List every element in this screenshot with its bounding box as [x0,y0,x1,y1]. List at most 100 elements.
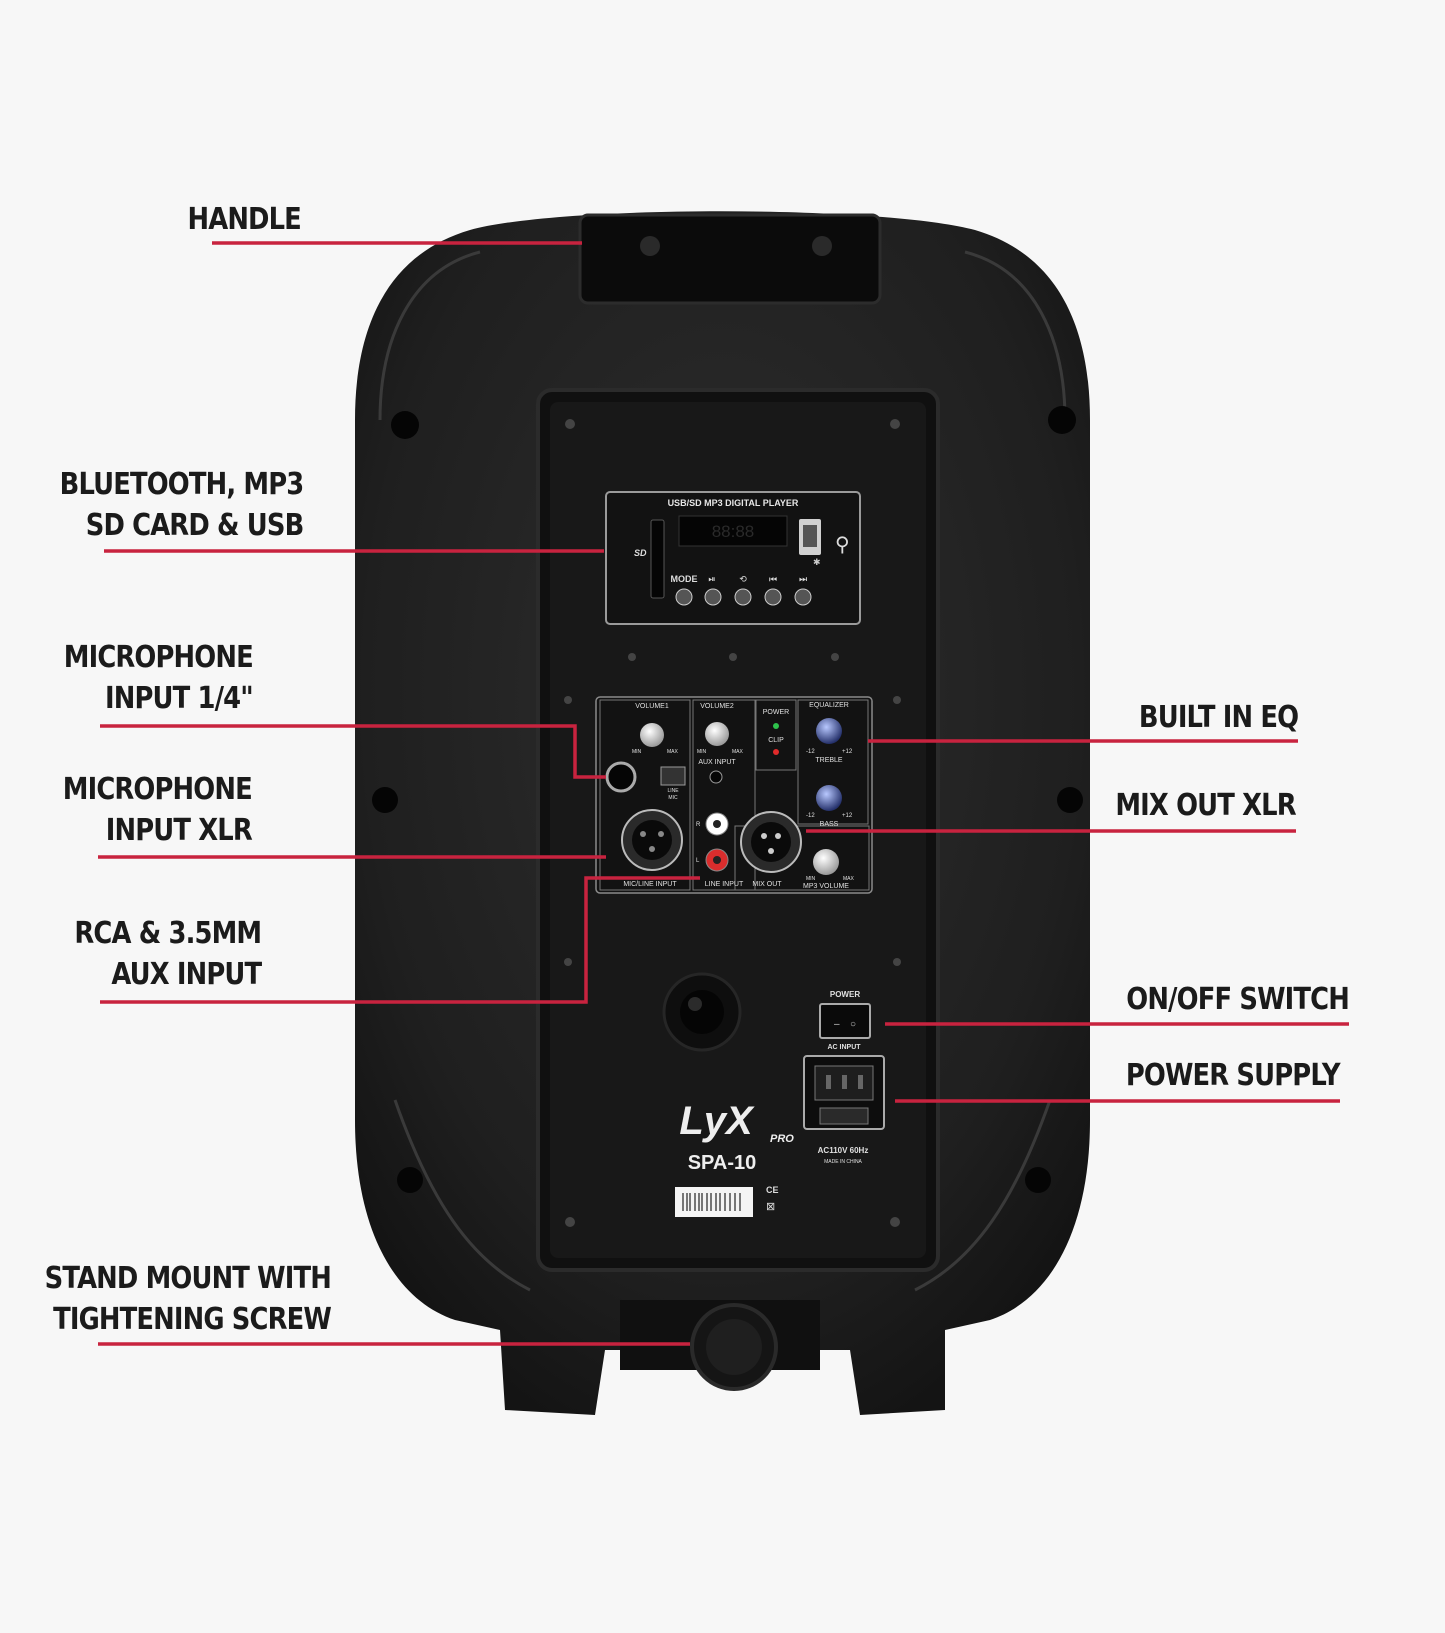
mp3-player-module: USB/SD MP3 DIGITAL PLAYER 88:88 SD ⚲ ✱ M… [605,491,861,625]
sd-card-slot[interactable] [650,519,665,599]
volume2-min: MIN [697,749,707,755]
treble-min: -12 [806,749,815,755]
callout-mix-out: MIX OUT XLR [1115,785,1297,826]
clip-led-label: CLIP [768,737,784,744]
volume2-knob[interactable] [705,722,729,746]
model-name: SPA-10 [688,1152,757,1174]
volume2-label: VOLUME2 [700,703,734,710]
power-switch[interactable] [819,1003,871,1039]
callout-bluetooth-line1: BLUETOOTH, MP3 [59,467,304,502]
repeat-button[interactable] [734,588,752,606]
display-digits: 88:88 [712,522,755,541]
sd-logo: SD [634,548,647,558]
callout-mic-quarter-line1: MICROPHONE [63,640,254,675]
callout-mic-quarter-line2: INPUT 1/4" [105,681,254,716]
callout-mic-xlr-line2: INPUT XLR [105,813,253,848]
leader-lines [98,241,1349,1346]
ce-mark: CE [766,1185,779,1195]
bluetooth-icon: ✱ [813,557,821,567]
callout-on-off-line1: ON/OFF SWITCH [1126,982,1350,1017]
treble-knob[interactable] [816,718,842,744]
power-led [773,723,779,729]
usb-icon: ⚲ [835,534,850,556]
callout-stand-mount-line2: TIGHTENING SCREW [53,1302,332,1337]
repeat-icon: ⟲ [739,574,747,584]
callout-bluetooth-line2: SD CARD & USB [85,508,304,543]
aux-input-label: AUX INPUT [698,759,736,766]
mic-line-input-label: MIC/LINE INPUT [623,881,677,888]
line-mic-switch[interactable] [660,766,686,786]
aux-jack[interactable] [709,770,723,784]
mp3-volume-label: MP3 VOLUME [803,883,849,890]
play-pause-icon: ⏯ [708,574,715,584]
handle [578,213,882,305]
power-section: POWER – ○ AC INPUT AC110V 60Hz MADE IN C… [803,990,885,1165]
quarter-inch-jack[interactable] [605,761,637,793]
weee-icon: ⊠ [766,1201,775,1213]
treble-max: +12 [842,749,853,755]
callout-rca-aux-line2: AUX INPUT [111,957,262,992]
previous-icon: ⏮ [769,574,777,584]
treble-label: TREBLE [815,757,843,764]
mix-out-label: MIX OUT [752,881,782,888]
stand-mount-knob [620,1300,820,1391]
callout-rca-aux: RCA & 3.5MM AUX INPUT [74,913,262,995]
bass-max: +12 [842,813,853,819]
callout-handle: HANDLE [187,199,302,240]
callout-on-off: ON/OFF SWITCH [1126,979,1350,1020]
amplifier-controls: VOLUME1 MIN MAX VOLUME2 MIN MAX AUX INPU… [595,696,873,894]
switch-off-glyph: ○ [850,1019,856,1030]
branding: LyX PRO SPA-10 CE ⊠ [675,1099,794,1217]
made-in-china: MADE IN CHINA [824,1159,862,1165]
power-switch-label: POWER [830,990,860,999]
volume1-max: MAX [667,749,679,755]
volume1-knob[interactable] [640,723,664,747]
mode-label: MODE [671,574,698,584]
mic-quarter-leader [100,724,606,779]
volume2-max: MAX [732,749,744,755]
previous-button[interactable] [764,588,782,606]
brand-logo: LyX [679,1099,755,1143]
rca-r-label: R [696,822,701,828]
mic-label: MIC [668,795,678,801]
callout-power-supply: POWER SUPPLY [1126,1055,1341,1096]
ac-rating: AC110V 60Hz [818,1146,869,1155]
mp3-max: MAX [843,876,855,882]
play-pause-button[interactable] [704,588,722,606]
callout-mix-out-line1: MIX OUT XLR [1115,788,1297,823]
volume1-label: VOLUME1 [635,703,669,710]
ac-input-label: AC INPUT [827,1044,861,1051]
callout-built-in-eq-line1: BUILT IN EQ [1138,700,1299,735]
clip-led [773,749,779,755]
mp3-min: MIN [806,876,816,882]
callout-handle-line1: HANDLE [187,202,302,237]
bass-label: BASS [820,821,839,828]
bass-knob[interactable] [816,785,842,811]
mode-button[interactable] [675,588,693,606]
rca-aux-leader [100,876,700,1004]
callout-built-in-eq: BUILT IN EQ [1138,697,1299,738]
callout-mic-quarter: MICROPHONE INPUT 1/4" [63,637,254,719]
lower-panel [662,972,742,1052]
callout-power-supply-line1: POWER SUPPLY [1126,1058,1341,1093]
player-title: USB/SD MP3 DIGITAL PLAYER [668,498,799,508]
next-icon: ⏭ [799,574,807,584]
brand-sub: PRO [770,1133,794,1145]
next-button[interactable] [794,588,812,606]
mp3-volume-knob[interactable] [813,849,839,875]
rca-l-label: L [696,858,700,864]
callout-rca-aux-line1: RCA & 3.5MM [74,916,262,951]
bass-min: -12 [806,813,815,819]
line-label: LINE [667,788,679,794]
callout-stand-mount: STAND MOUNT WITH TIGHTENING SCREW [44,1258,332,1340]
power-led-label: POWER [763,709,789,716]
line-input-label: LINE INPUT [705,881,744,888]
volume1-min: MIN [632,749,642,755]
fuse-holder[interactable] [819,1107,869,1125]
switch-on-glyph: – [834,1019,840,1030]
callout-mic-xlr: MICROPHONE INPUT XLR [63,769,253,851]
callout-stand-mount-line1: STAND MOUNT WITH [44,1261,332,1296]
led-display [678,515,788,547]
